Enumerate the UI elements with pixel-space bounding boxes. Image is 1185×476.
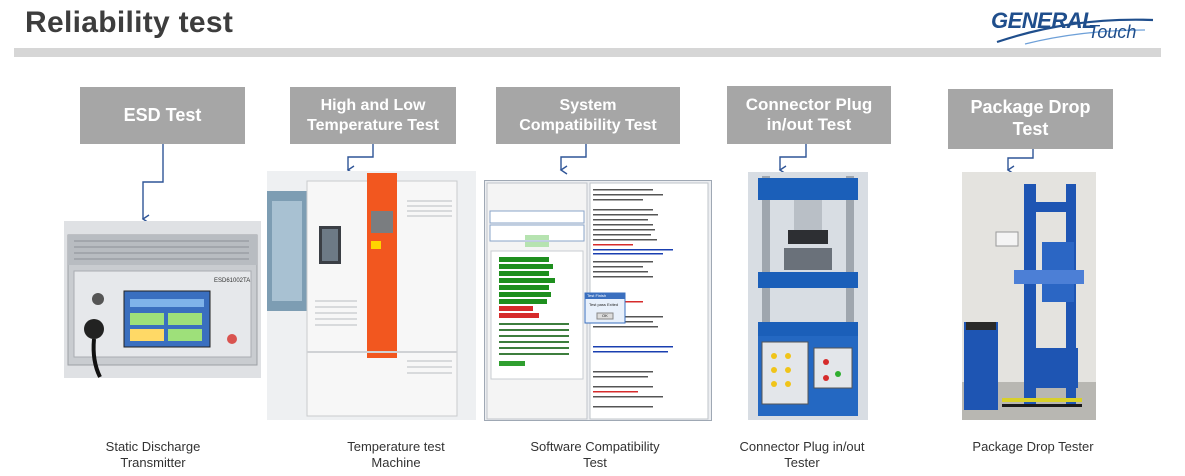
caption-temperature: Temperature test Machine: [347, 439, 445, 470]
arrow-temperature: [346, 144, 374, 175]
label-temperature-test: High and Low Temperature Test: [290, 87, 456, 144]
label-connector-test: Connector Plug in/out Test: [727, 86, 891, 144]
page-title: Reliability test: [25, 6, 234, 39]
logo-word-touch: Touch: [1088, 22, 1137, 42]
photo-esd-transmitter: ESD61002TA: [64, 221, 261, 378]
caption-connector: Connector Plug in/out Tester: [739, 439, 865, 470]
dialog-title: Test Finish: [587, 293, 607, 298]
arrow-compatibility: [559, 144, 587, 175]
photo-connector-tester: [748, 172, 868, 420]
label-esd-test: ESD Test: [80, 87, 245, 144]
logo-swoosh: [996, 18, 1154, 45]
label-package-drop-test: Package Drop Test: [948, 89, 1113, 149]
esd-model-label: ESD61002TA: [214, 278, 251, 284]
label-system-compatibility-test: System Compatibility Test: [496, 87, 680, 144]
title-underline-bar: [14, 48, 1161, 57]
photo-software-screenshot: Test Finish Test pass Exited OK: [484, 180, 712, 421]
arrow-esd: [141, 144, 164, 224]
dialog-message: Test pass Exited: [589, 302, 619, 307]
arrow-connector: [778, 144, 807, 175]
logo-word-general: GENERAL: [991, 8, 1096, 33]
caption-software: Software Compatibility Test: [530, 439, 660, 470]
photo-temperature-chamber: [267, 171, 476, 420]
dialog-ok-button: OK: [602, 313, 608, 318]
photo-package-drop-tester: [962, 172, 1096, 420]
caption-package-drop: Package Drop Tester: [972, 439, 1094, 454]
caption-esd: Static Discharge Transmitter: [105, 439, 201, 470]
arrow-package-drop: [1006, 149, 1034, 175]
general-touch-logo: GENERAL Touch: [985, 6, 1160, 48]
